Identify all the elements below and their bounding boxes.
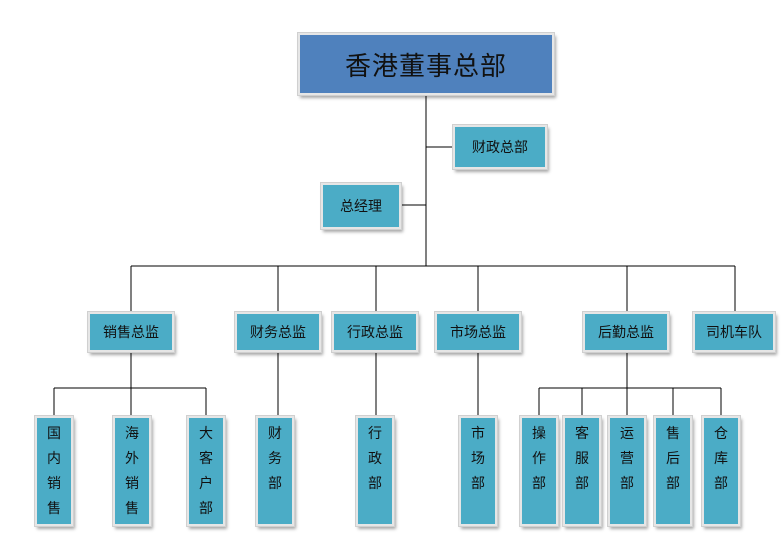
dept-node-label: 客 服 部	[575, 426, 589, 492]
dept-node-market[interactable]: 市 场 部	[458, 415, 498, 527]
dept-node-label: 大 客 户 部	[199, 426, 213, 517]
director-node-label: 司机车队	[706, 325, 762, 341]
dept-node-label: 运 营 部	[620, 426, 634, 492]
dept-node-key-accounts[interactable]: 大 客 户 部	[186, 415, 226, 527]
root-node-label: 香港董事总部	[344, 51, 507, 82]
dept-node-after-sales[interactable]: 售 后 部	[653, 415, 693, 527]
dept-node-label: 行 政 部	[368, 426, 382, 492]
dept-node-operating[interactable]: 运 营 部	[607, 415, 647, 527]
dept-node-domestic-sales[interactable]: 国 内 销 售	[34, 415, 74, 527]
dept-node-customer-service[interactable]: 客 服 部	[562, 415, 602, 527]
dept-node-overseas-sales[interactable]: 海 外 销 售	[112, 415, 152, 527]
dept-node-admin[interactable]: 行 政 部	[355, 415, 395, 527]
director-node-finance[interactable]: 财务总监	[234, 311, 322, 353]
dept-node-warehouse[interactable]: 仓 库 部	[701, 415, 741, 527]
director-node-admin[interactable]: 行政总监	[331, 311, 419, 353]
staff-node-finance-hq[interactable]: 财政总部	[452, 124, 548, 170]
dept-node-finance[interactable]: 财 务 部	[255, 415, 295, 527]
dept-node-label: 国 内 销 售	[47, 426, 61, 517]
dept-node-label: 市 场 部	[471, 426, 485, 492]
director-node-logistics[interactable]: 后勤总监	[582, 311, 670, 353]
director-node-label: 行政总监	[347, 325, 403, 341]
dept-node-label: 操 作 部	[532, 426, 546, 492]
staff-node-general-manager[interactable]: 总经理	[320, 182, 402, 230]
root-node-hk-board[interactable]: 香港董事总部	[297, 32, 555, 96]
dept-node-label: 财 务 部	[268, 426, 282, 492]
director-node-sales[interactable]: 销售总监	[87, 311, 175, 353]
staff-node-label: 总经理	[340, 199, 382, 215]
dept-node-operations[interactable]: 操 作 部	[519, 415, 559, 527]
dept-node-label: 海 外 销 售	[125, 426, 139, 517]
director-node-drivers[interactable]: 司机车队	[692, 311, 776, 353]
director-node-market[interactable]: 市场总监	[434, 311, 522, 353]
director-node-label: 市场总监	[450, 325, 506, 341]
staff-node-label: 财政总部	[472, 140, 528, 156]
dept-node-label: 售 后 部	[666, 426, 680, 492]
dept-node-label: 仓 库 部	[714, 426, 728, 492]
director-node-label: 后勤总监	[598, 325, 654, 341]
director-node-label: 财务总监	[250, 325, 306, 341]
director-node-label: 销售总监	[103, 325, 159, 341]
